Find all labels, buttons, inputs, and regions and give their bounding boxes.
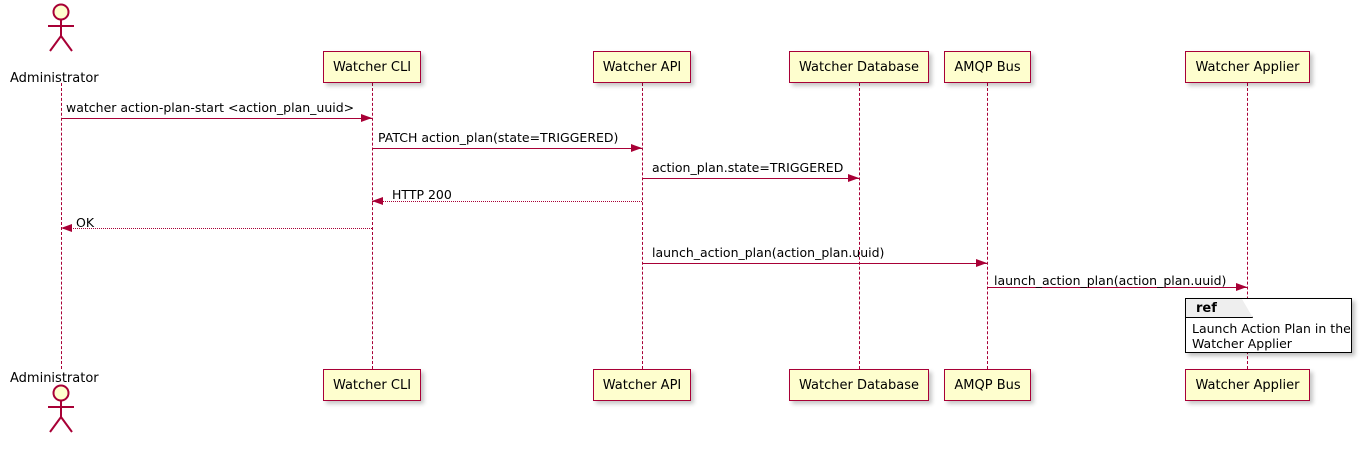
ref-fragment: ref Launch Action Plan in the Watcher Ap… — [1185, 298, 1352, 353]
participant-watcher-cli-bottom[interactable]: Watcher CLI — [323, 369, 421, 401]
message-label-m7: launch_action_plan(action_plan.uuid) — [994, 273, 1227, 288]
message-line-m6 — [642, 263, 987, 264]
participant-watcher-api-bottom[interactable]: Watcher API — [593, 369, 691, 401]
participant-amqp-bus-bottom[interactable]: AMQP Bus — [944, 369, 1031, 401]
message-arrowhead-m7 — [1236, 283, 1247, 291]
message-label-m2: PATCH action_plan(state=TRIGGERED) — [378, 130, 619, 145]
participant-watcher-api-top[interactable]: Watcher API — [593, 51, 691, 83]
message-label-m3: action_plan.state=TRIGGERED — [652, 160, 844, 175]
message-line-m5 — [61, 228, 372, 229]
message-line-m7 — [987, 287, 1247, 288]
message-arrowhead-m6 — [976, 259, 987, 267]
actor-label-administrator-top: Administrator — [10, 71, 99, 86]
message-line-m2 — [372, 148, 642, 149]
message-arrowhead-m2 — [631, 144, 642, 152]
lifeline-watcher-database — [859, 83, 860, 369]
participant-watcher-applier-top[interactable]: Watcher Applier — [1185, 51, 1310, 83]
message-arrowhead-m5 — [61, 224, 72, 232]
lifeline-amqp-bus — [987, 83, 988, 369]
message-label-m1: watcher action-plan-start <action_plan_u… — [66, 100, 355, 115]
ref-fragment-tab-label: ref — [1186, 299, 1253, 318]
actor-label-administrator-bottom: Administrator — [10, 371, 99, 386]
message-arrowhead-m4 — [372, 197, 383, 205]
participant-watcher-database-bottom[interactable]: Watcher Database — [789, 369, 929, 401]
lifeline-watcher-api — [642, 83, 643, 369]
participant-watcher-database-top[interactable]: Watcher Database — [789, 51, 929, 83]
participant-watcher-applier-bottom[interactable]: Watcher Applier — [1185, 369, 1310, 401]
message-line-m3 — [642, 178, 859, 179]
message-label-m6: launch_action_plan(action_plan.uuid) — [652, 245, 885, 260]
lifeline-watcher-cli — [372, 83, 373, 369]
actor-administrator-top[interactable] — [43, 3, 79, 53]
message-arrowhead-m1 — [361, 114, 372, 122]
ref-fragment-text: Launch Action Plan in the Watcher Applie… — [1192, 321, 1351, 351]
message-line-m4 — [372, 201, 642, 202]
lifeline-watcher-applier — [1247, 83, 1248, 369]
message-arrowhead-m3 — [848, 174, 859, 182]
message-label-m5: OK — [76, 215, 95, 230]
participant-watcher-cli-top[interactable]: Watcher CLI — [323, 51, 421, 83]
actor-administrator-bottom[interactable] — [43, 384, 79, 434]
participant-amqp-bus-top[interactable]: AMQP Bus — [944, 51, 1031, 83]
message-line-m1 — [61, 118, 372, 119]
message-label-m4: HTTP 200 — [392, 187, 452, 202]
